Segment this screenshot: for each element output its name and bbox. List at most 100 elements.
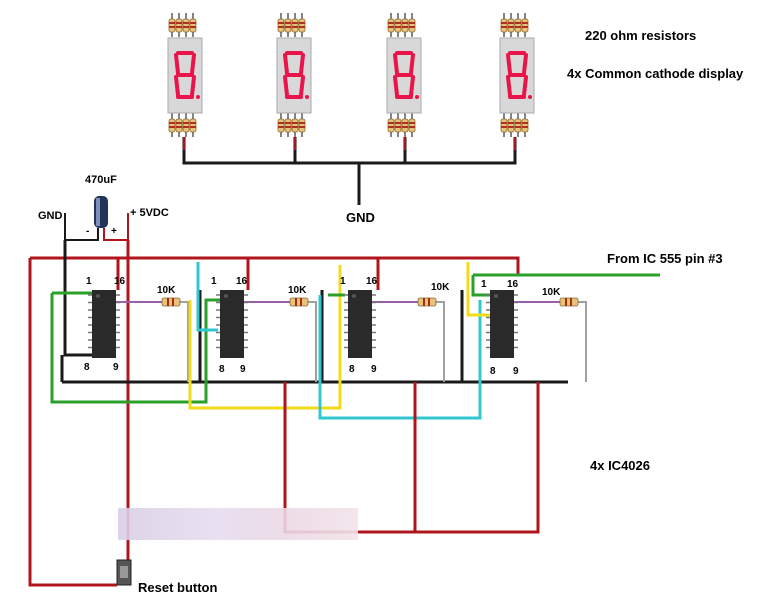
ic2-pin1: 1 <box>211 276 217 287</box>
display-4-segment-e <box>506 75 512 97</box>
display-3-top-resistor-1-body <box>387 18 395 33</box>
display-3-top-resistor-2 <box>394 13 402 37</box>
display-1-top-resistor-4 <box>189 13 197 37</box>
display-3-top-resistor-1-band2 <box>388 26 394 28</box>
display-2-segment-e <box>283 75 289 97</box>
ic1-resistor-band2 <box>172 298 174 306</box>
ic3-resistor-band2 <box>428 298 430 306</box>
ic1-body <box>92 290 116 358</box>
display-4-top-resistor-3-body <box>514 18 522 33</box>
display-4-top-resistor-2-band1 <box>508 22 514 24</box>
display-2-top-resistor-2 <box>284 13 292 37</box>
ic2-pin8: 8 <box>219 364 225 375</box>
ic3-resistor <box>417 297 437 307</box>
cap-minus-label: - <box>86 226 90 237</box>
display-2-top-resistor-3-body <box>291 18 299 33</box>
display-2-bottom-resistor-4-body <box>298 118 306 133</box>
display-1-top-resistor-3-body <box>182 18 190 33</box>
display-3-top-resistor-3-body <box>401 18 409 33</box>
display-2-segment-f <box>283 53 289 75</box>
display-3-top-resistor-3-band2 <box>402 26 408 28</box>
display-1-top-resistor-2-band1 <box>176 22 182 24</box>
display-2-top-resistor-3-band2 <box>292 26 298 28</box>
display-3-segment-e <box>393 75 399 97</box>
display-1-segment-e <box>174 75 180 97</box>
display-4-bottom-resistor-1 <box>500 113 508 137</box>
display-2-top-resistor-1 <box>277 13 285 37</box>
display-4-bottom-resistor-4-body <box>521 118 529 133</box>
display-3-top-resistor-4-band2 <box>409 26 415 28</box>
gnd-left-label: GND <box>38 210 63 222</box>
ic4-resistor <box>559 297 579 307</box>
ic1-resistor-gnd <box>180 301 189 382</box>
ic3-pin16: 16 <box>366 276 378 287</box>
display-3-bottom-resistor-4-band2 <box>409 126 415 128</box>
display-3-bottom-resistor-1-band1 <box>388 122 394 124</box>
display-1-bottom-resistor-2-band2 <box>176 126 182 128</box>
display-4-bottom-resistor-1-band2 <box>501 126 507 128</box>
red-rail-left <box>28 258 117 587</box>
yellow-ic2-ic3 <box>188 265 342 410</box>
display-4-bottom-resistor-3-body <box>514 118 522 133</box>
ic1-pin16: 16 <box>114 276 126 287</box>
ic3-pin8: 8 <box>349 364 355 375</box>
display-1-top-resistor-2-band2 <box>176 26 182 28</box>
display-1-top-resistor-2-body <box>175 18 183 33</box>
display-label: 4x Common cathode display <box>567 66 744 81</box>
display-1-top-resistor-1-band1 <box>169 22 175 24</box>
display-4-bottom-resistor-3-band1 <box>515 122 521 124</box>
display-4-bottom-resistor-3 <box>514 113 522 137</box>
display-4-bottom-resistor-4 <box>521 113 529 137</box>
display-2-bottom-resistor-2-band1 <box>285 122 291 124</box>
display-1-top-resistor-1 <box>168 13 176 37</box>
display-2-bottom-resistor-3-band2 <box>292 126 298 128</box>
display-3-top-resistor-4 <box>408 13 416 37</box>
ic4-resistor-gnd <box>578 301 587 382</box>
display-1-bottom-resistor-3-band2 <box>183 126 189 128</box>
display-1-segment-c <box>190 75 196 97</box>
display-2-segment-c <box>299 75 305 97</box>
display-4-top-resistor-2-body <box>507 18 515 33</box>
red-rail-top <box>30 256 520 275</box>
ic1-resistor-label: 10K <box>157 285 176 296</box>
display-1-top-resistor-2 <box>175 13 183 37</box>
ic3-resistor-label: 10K <box>431 282 450 293</box>
obscured-watermark <box>118 508 358 540</box>
display-1-bottom-resistor-2-band1 <box>176 122 182 124</box>
display-3-bottom-resistor-2-band1 <box>395 122 401 124</box>
display-4-bottom-resistor-3-band2 <box>515 126 521 128</box>
display-1-segment-f <box>174 53 180 75</box>
display-4-top-resistor-4-body <box>521 18 529 33</box>
display-4-top-resistor-2 <box>507 13 515 37</box>
ic2-body <box>220 290 244 358</box>
display-3-top-resistor-4-body <box>408 18 416 33</box>
green-ic1-ic2 <box>50 293 220 404</box>
gnd-rail-left <box>63 240 95 357</box>
ic2-pin9: 9 <box>240 364 246 375</box>
display-2-top-resistor-4-band2 <box>299 26 305 28</box>
display-3-bottom-resistor-2-band2 <box>395 126 401 128</box>
ic3-pin1: 1 <box>340 276 346 287</box>
display-1-bottom-resistor-1-band2 <box>169 126 175 128</box>
ic2-resistor-band1 <box>295 298 297 306</box>
display-2-top-resistor-3-band1 <box>292 22 298 24</box>
display-3-top-resistor-3-band1 <box>402 22 408 24</box>
display-2-top-resistor-2-band2 <box>285 26 291 28</box>
display-1-bottom-resistor-2 <box>175 113 183 137</box>
display-3-dot <box>415 95 419 99</box>
display-4-segment-c <box>522 75 528 97</box>
display-3-bottom-resistor-3 <box>401 113 409 137</box>
display-1-top-resistor-4-band1 <box>190 22 196 24</box>
display-2-top-resistor-2-body <box>284 18 292 33</box>
display-4-top-resistor-2-band2 <box>508 26 514 28</box>
ic4-pin9: 9 <box>513 366 519 377</box>
capacitor-pos <box>103 228 128 241</box>
ic2-resistor <box>289 297 309 307</box>
ic1-resistor <box>161 297 181 307</box>
gnd-top-label: GND <box>346 210 375 225</box>
display-3-top-resistor-2-band2 <box>395 26 401 28</box>
ic4-pin16: 16 <box>507 279 519 290</box>
green-ic4-in <box>471 275 490 297</box>
display-1-top-resistor-1-band2 <box>169 26 175 28</box>
